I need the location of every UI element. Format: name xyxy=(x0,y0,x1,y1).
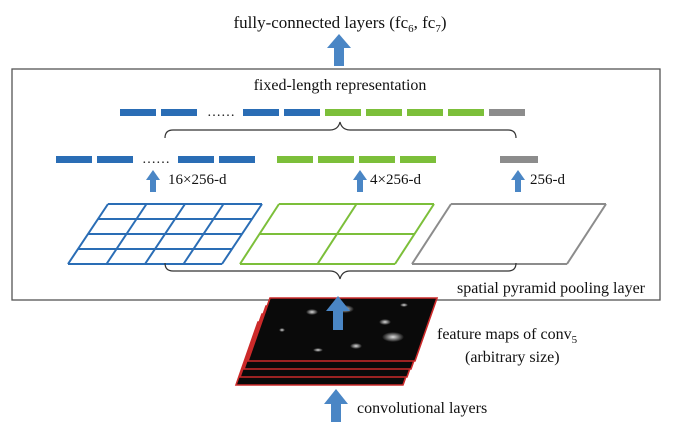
fixed-length-title: fixed-length representation xyxy=(254,77,427,94)
arrow-up-icon xyxy=(324,389,348,422)
grid-col-line xyxy=(144,203,186,265)
arrow-up-icon xyxy=(353,170,367,192)
pooling-brace xyxy=(164,262,517,280)
spp-box xyxy=(11,68,661,301)
arrow-up-icon xyxy=(327,34,351,66)
dim-label-16: 16×256-d xyxy=(168,172,227,188)
arrow-up-icon xyxy=(146,170,160,192)
pooling-grid-1x1 xyxy=(411,203,607,265)
grid-col-line xyxy=(105,203,148,265)
grid-col-line xyxy=(221,203,263,265)
pooling-layer-label: spatial pyramid pooling layer xyxy=(457,280,646,297)
feature-maps-label: feature maps of conv5 xyxy=(437,326,578,346)
grid-col-line xyxy=(316,203,358,265)
level-vector-1 xyxy=(500,156,538,163)
pooling-grids xyxy=(67,203,607,265)
level-vector-16: …… xyxy=(56,152,255,167)
grid-col-line xyxy=(182,203,225,265)
conv-layers-label: convolutional layers xyxy=(357,400,487,417)
grid-col-line xyxy=(566,203,607,265)
feature-maps-note: (arbitrary size) xyxy=(465,349,560,366)
grid-col-line xyxy=(67,203,109,265)
concat-brace xyxy=(164,121,517,139)
grid-col-line xyxy=(394,203,435,265)
arrow-up-icon xyxy=(326,296,350,330)
fc-layers-label: fully-connected layers (fc6, fc7) xyxy=(233,13,446,35)
fixed-length-vector: …… xyxy=(120,105,525,120)
grid-col-line xyxy=(239,203,280,265)
grid-col-line xyxy=(411,203,452,265)
dim-label-1: 256-d xyxy=(530,172,565,188)
arrow-up-icon xyxy=(511,170,525,192)
vector-ellipsis: …… xyxy=(207,105,235,120)
pooling-grid-4x4 xyxy=(67,203,263,265)
level-ellipsis: …… xyxy=(142,152,170,167)
level-vector-4 xyxy=(277,156,436,163)
pooling-grid-2x2 xyxy=(239,203,435,265)
dim-label-4: 4×256-d xyxy=(370,172,421,188)
